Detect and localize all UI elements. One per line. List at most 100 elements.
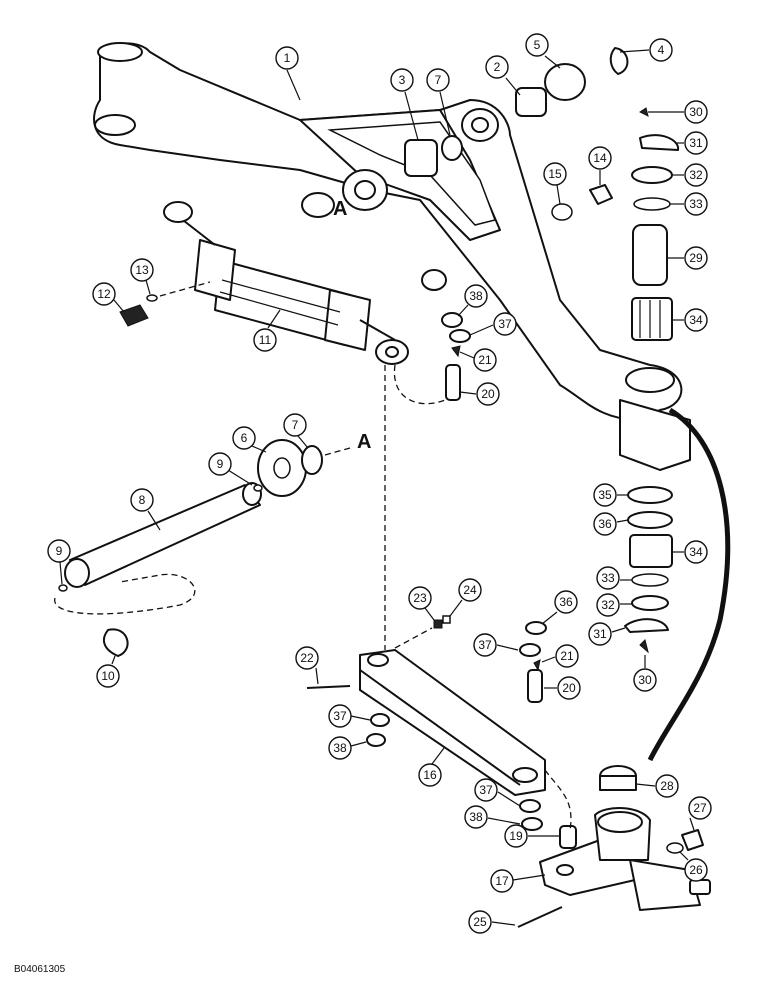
- washer-26: [666, 842, 684, 854]
- svg-text:4: 4: [658, 43, 665, 57]
- grease-fitting: [119, 294, 158, 327]
- svg-text:25: 25: [473, 915, 487, 929]
- seal-28-body: [599, 775, 637, 791]
- seal-36: [627, 511, 673, 529]
- callout-28: 28: [655, 774, 679, 798]
- bearing-34-lower: [629, 534, 673, 568]
- callout-7-top: 7: [426, 68, 450, 92]
- svg-text:31: 31: [689, 136, 703, 150]
- callout-21-upper: 21: [473, 348, 497, 372]
- callout-16: 16: [418, 763, 442, 787]
- callout-20-upper: 20: [476, 382, 500, 406]
- ring-7-top: [441, 135, 463, 161]
- main-arm: [93, 42, 691, 471]
- hydraulic-line: [647, 407, 731, 762]
- svg-text:29: 29: [689, 251, 703, 265]
- svg-text:16: 16: [423, 768, 437, 782]
- svg-text:24: 24: [463, 583, 477, 597]
- pin-20-upper: [445, 364, 461, 401]
- callout-21-mid: 21: [555, 644, 579, 668]
- figure-id: B04061305: [14, 964, 66, 975]
- svg-text:14: 14: [593, 151, 607, 165]
- fitting-9-left: [58, 584, 68, 592]
- svg-text:21: 21: [560, 649, 574, 663]
- callout-33-top: 33: [684, 192, 708, 216]
- callout-32-lower: 32: [596, 593, 620, 617]
- svg-text:37: 37: [498, 317, 512, 331]
- bolt-14: [589, 184, 613, 205]
- svg-text:12: 12: [97, 287, 111, 301]
- svg-text:34: 34: [689, 313, 703, 327]
- bolt-22: [306, 685, 351, 689]
- washer-37-upper: [449, 329, 471, 343]
- svg-text:8: 8: [139, 493, 146, 507]
- callout-34-lower: 34: [684, 540, 708, 564]
- callout-10: 10: [96, 664, 120, 688]
- callout-29: 29: [684, 246, 708, 270]
- snap-ring-4: [609, 47, 629, 75]
- svg-text:31: 31: [593, 627, 607, 641]
- svg-text:38: 38: [469, 289, 483, 303]
- fitting-9-right: [253, 484, 263, 492]
- pin-21-upper: [451, 345, 461, 358]
- washer-5: [544, 63, 586, 101]
- svg-text:35: 35: [598, 488, 612, 502]
- svg-text:33: 33: [601, 571, 615, 585]
- svg-text:9: 9: [217, 457, 224, 471]
- callout-22: 22: [295, 646, 319, 670]
- svg-text:7: 7: [435, 73, 442, 87]
- bushing-3: [404, 139, 438, 177]
- steering-knuckle-17: [539, 807, 711, 911]
- svg-text:21: 21: [478, 353, 492, 367]
- callout-9-upper: 9: [208, 452, 232, 476]
- washer-37-low: [519, 799, 541, 813]
- callout-30-lower: 30: [633, 668, 657, 692]
- callout-13: 13: [130, 258, 154, 282]
- callout-38-low: 38: [464, 805, 488, 829]
- svg-text:38: 38: [333, 741, 347, 755]
- svg-text:9: 9: [56, 544, 63, 558]
- svg-text:20: 20: [562, 681, 576, 695]
- callout-24: 24: [458, 578, 482, 602]
- callout-37-left: 37: [328, 704, 352, 728]
- svg-text:36: 36: [598, 517, 612, 531]
- callout-37-mid: 37: [473, 633, 497, 657]
- svg-text:6: 6: [241, 431, 248, 445]
- callout-25: 25: [468, 910, 492, 934]
- callout-34-top: 34: [684, 308, 708, 332]
- callouts: 1 2 3 7 5 4 30 31 32 14 15 33 29 13 12 3…: [47, 33, 712, 934]
- svg-text:2: 2: [494, 60, 501, 74]
- callout-37-upper: 37: [493, 312, 517, 336]
- svg-text:30: 30: [689, 105, 703, 119]
- svg-text:33: 33: [689, 197, 703, 211]
- callout-38-left: 38: [328, 736, 352, 760]
- svg-text:20: 20: [481, 387, 495, 401]
- svg-text:32: 32: [689, 168, 703, 182]
- nut-23: [433, 619, 443, 629]
- svg-text:26: 26: [689, 863, 703, 877]
- callout-17: 17: [490, 869, 514, 893]
- callout-36-lower: 36: [593, 512, 617, 536]
- callout-32-top: 32: [684, 163, 708, 187]
- washer-38-left: [366, 733, 386, 747]
- callout-7-lower: 7: [283, 413, 307, 437]
- callout-33-lower: 33: [596, 566, 620, 590]
- washer-38-upper: [441, 312, 463, 328]
- callout-35: 35: [593, 483, 617, 507]
- svg-text:28: 28: [660, 779, 674, 793]
- washer-37-left: [370, 713, 390, 727]
- svg-text:17: 17: [495, 874, 509, 888]
- hydraulic-cylinder: [163, 201, 447, 365]
- nut-27: [681, 829, 704, 851]
- callout-26: 26: [684, 858, 708, 882]
- ref-letter-a-upper: A: [333, 198, 347, 220]
- callout-37-low: 37: [474, 778, 498, 802]
- callout-3: 3: [390, 68, 414, 92]
- callout-38-upper: 38: [464, 284, 488, 308]
- svg-text:23: 23: [413, 591, 427, 605]
- callout-31-lower: 31: [588, 622, 612, 646]
- fitting-24: [442, 615, 451, 624]
- washer-32-top: [631, 166, 673, 184]
- pin-21-mid: [533, 659, 541, 672]
